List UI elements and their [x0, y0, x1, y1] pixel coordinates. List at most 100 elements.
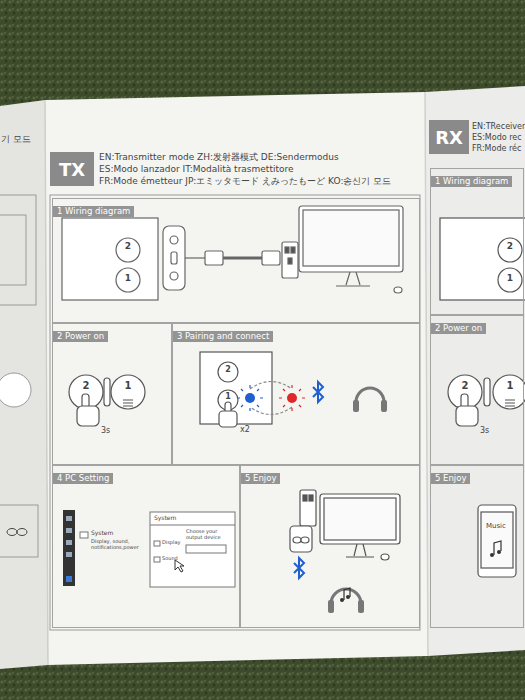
main-frame: [50, 195, 420, 630]
button-number: 1: [125, 380, 132, 392]
pairing-illustration: [245, 393, 255, 403]
language-fragment: 기 모드: [1, 134, 31, 144]
wiring-illustration: [262, 251, 280, 265]
left-panel-remnant: [17, 529, 27, 536]
button-number: 1: [225, 392, 231, 401]
settings-text: System: [91, 530, 113, 537]
enjoy-illustration: [358, 600, 364, 613]
paper-panels: [45, 92, 428, 665]
enjoy-illustration: [301, 537, 309, 543]
pairing-illustration: [353, 400, 359, 412]
enjoy-illustration: [331, 589, 361, 604]
paper-panels: [425, 86, 525, 656]
pairing-illustration: [237, 385, 263, 411]
rx-illustration: [494, 541, 501, 555]
left-panel-remnant: [0, 505, 38, 557]
pc-setting-illustration: [186, 545, 226, 553]
mode-label: RX: [435, 127, 463, 148]
press-count: x2: [240, 425, 250, 434]
wiring-illustration: [205, 251, 223, 265]
step-title: 4 PC Setting: [53, 473, 113, 484]
step-title: 5 Enjoy: [241, 473, 280, 484]
step-title: 3 Pairing and connect: [173, 331, 273, 342]
pc-setting-illustration: [63, 510, 235, 587]
settings-text: Display, sound, notifications,power: [91, 539, 141, 551]
language-line: EN:Transmitter mode ZH:发射器模式 DE:Sendermo…: [99, 152, 339, 162]
enjoy-illustration: [324, 498, 396, 540]
rx-illustration: [497, 550, 501, 554]
rx-illustration: [493, 375, 525, 409]
button-number: 2: [125, 241, 131, 251]
step-title: 2 Power on: [53, 331, 108, 342]
rx-illustration: [440, 218, 525, 300]
pairing-illustration: [200, 352, 387, 427]
pc-setting-illustration: [150, 525, 235, 526]
enjoy-illustration: [340, 598, 344, 602]
pc-setting-illustration: [66, 552, 72, 557]
pc-setting-illustration: [150, 512, 235, 587]
button-number: 1: [125, 273, 131, 283]
wiring-illustration: [116, 268, 140, 292]
wiring-illustration: [170, 272, 178, 280]
left-panel-remnant: [0, 195, 38, 557]
pc-setting-illustration: [80, 532, 88, 538]
enjoy-illustration: [300, 490, 316, 526]
pc-setting-illustration: [63, 510, 75, 586]
enjoy-illustration: [344, 588, 350, 600]
button-number: 2: [83, 380, 90, 392]
power-on-illustration: [69, 375, 103, 409]
enjoy-illustration: [290, 490, 400, 613]
wiring-illustration: [299, 206, 403, 272]
step-panel: 5 Enjoy: [430, 465, 524, 628]
wiring-illustration: [223, 257, 262, 260]
wiring-illustration: [303, 210, 399, 266]
paper-panels: [45, 100, 48, 665]
enjoy-illustration: [294, 558, 304, 578]
wiring-illustration: [62, 218, 158, 300]
rx-illustration: [456, 406, 478, 426]
step-panel: 1 Wiring diagram: [52, 198, 420, 323]
wiring-illustration: [163, 226, 185, 290]
pc-setting-illustration: [175, 560, 184, 572]
wiring-illustration: [285, 247, 289, 253]
rx-illustration: [490, 553, 494, 557]
step-panel: 3 Pairing and connect: [172, 323, 420, 465]
step-title: 5 Enjoy: [431, 473, 470, 484]
wiring-illustration: [171, 252, 177, 264]
language-line: FR:Mode réc: [472, 144, 521, 153]
paper-panels: [0, 86, 525, 669]
pc-setting-illustration: [66, 576, 72, 582]
pairing-illustration: [279, 385, 305, 411]
app-label: Music: [486, 522, 506, 530]
left-panel-remnant: [0, 215, 26, 285]
hold-time: 3s: [480, 426, 489, 435]
wiring-illustration: [185, 257, 205, 258]
rx-illustration: [498, 238, 522, 262]
left-panel-remnant: [7, 529, 17, 536]
left-panel-remnant: [0, 373, 31, 407]
language-line: FR:Mode émetteur JP:エミッタモード えみったもーど KO:송…: [99, 176, 391, 186]
step-title: 1 Wiring diagram: [53, 206, 134, 217]
pairing-illustration: [219, 411, 237, 427]
enjoy-illustration: [309, 495, 313, 501]
step-title: 1 Wiring diagram: [431, 176, 512, 187]
pairing-illustration: [250, 407, 292, 415]
power-on-illustration: [69, 375, 145, 426]
step-panel: 4 PC Setting: [52, 465, 240, 628]
language-line: EN:TReceiver: [472, 122, 525, 131]
pc-setting-illustration: [66, 516, 72, 521]
wiring-illustration: [291, 247, 295, 253]
wiring-illustration: [394, 287, 402, 293]
settings-text: Choose your output device: [186, 529, 234, 541]
rx-illustration: [505, 400, 515, 406]
enjoy-illustration: [290, 526, 312, 552]
mode-badge: RX: [429, 120, 469, 154]
power-on-illustration: [77, 406, 99, 426]
enjoy-illustration: [346, 544, 374, 557]
enjoy-illustration: [346, 595, 350, 599]
pc-setting-illustration: [154, 541, 160, 546]
left-panel-remnant: [0, 195, 36, 305]
